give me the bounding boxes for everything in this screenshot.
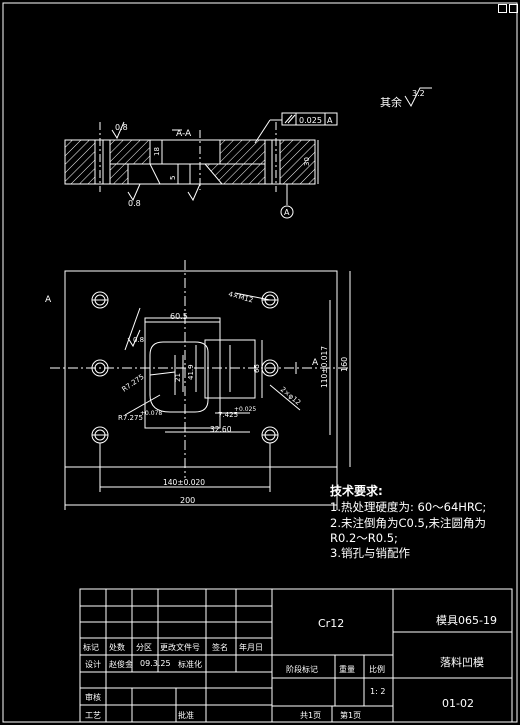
part-name: 落料凹模 (440, 656, 484, 669)
dim-hole-spacing-x: 140±0.020 (163, 478, 205, 487)
part-code: 01-02 (442, 697, 474, 710)
header-mark: 标记 (83, 643, 99, 652)
header-review: 审核 (85, 693, 101, 702)
roughness-3: 0.8 (133, 336, 144, 344)
tech-requirement-4: 3.销孔与销配作 (330, 546, 410, 560)
datum-ref: A (327, 116, 333, 125)
header-weight: 重量 (339, 665, 355, 674)
dim-hole-spacing-y: 110±0.017 (320, 346, 329, 388)
dim-hole-pin: 2×φ12 (279, 385, 302, 406)
header-count: 处数 (109, 643, 125, 652)
title-block (79, 588, 513, 723)
tech-requirement-1: 1.热处理硬度为: 60～64HRC; (330, 500, 487, 514)
header-change-doc: 更改文件号 (160, 643, 200, 652)
dim-tol-small2: +0.025 (234, 406, 256, 413)
window-corner-mark (509, 4, 518, 13)
surface-note: 其余 (380, 95, 402, 109)
roughness-2: 0.8 (128, 199, 141, 208)
tech-requirements-title: 技术要求: (330, 484, 383, 498)
scale: 1: 2 (370, 687, 386, 696)
dim-thickness: 30 (303, 157, 311, 166)
header-zone: 分区 (136, 643, 152, 652)
total-sheets: 共1页 (300, 711, 322, 720)
header-sign: 签名 (212, 643, 228, 652)
surface-roughness-default: 3.2 (412, 89, 425, 98)
window-corner-mark (498, 4, 507, 13)
design-date: 09.3.25 (140, 659, 171, 668)
drawing-number: 模具065-19 (436, 614, 497, 627)
header-stage-mark: 阶段标记 (286, 665, 318, 674)
dim-step: 41.9 (187, 364, 195, 380)
flatness-value: 0.025 (299, 116, 322, 125)
dim-width-total: 200 (180, 496, 195, 505)
header-ratio: 比例 (369, 665, 385, 674)
dim-slot-height: 21 (174, 373, 182, 382)
plan-view (50, 260, 351, 510)
dim-hole-4x: 4×M12 (227, 290, 253, 304)
header-design: 设计 (85, 660, 101, 669)
dim-radius-b: R7.275 (121, 373, 146, 394)
dim-height-total: 160 (340, 357, 349, 372)
dim-radius-a: R7.275 (118, 414, 143, 422)
tech-requirement-2: 2.未注倒角为C0.5,未注圆角为 (330, 516, 486, 530)
dim-opening-width: 60.5 (170, 312, 188, 321)
header-approve: 批准 (178, 711, 194, 720)
dim-depth-a: 18 (153, 147, 161, 156)
sheet-number: 第1页 (340, 711, 362, 720)
dim-depth-b: 5 (169, 176, 177, 180)
header-standardize: 标准化 (178, 660, 202, 669)
designer-name: 赵俊金 (109, 660, 133, 669)
dim-65: 65 (253, 364, 261, 373)
roughness-1: 0.8 (115, 123, 128, 132)
tech-requirement-3: R0.2～R0.5; (330, 531, 398, 545)
section-label: A-A (176, 129, 192, 139)
view-arrow-right: A (312, 358, 319, 368)
header-process: 工艺 (85, 711, 101, 720)
dim-width-7: 7.425 (218, 411, 238, 419)
datum-circle-label: A (284, 208, 290, 217)
dim-width-32: 32.60 (210, 425, 232, 434)
header-date: 年月日 (239, 643, 263, 652)
section-view (64, 87, 432, 219)
material: Cr12 (318, 617, 345, 630)
view-arrow-left: A (45, 295, 52, 305)
dim-tol-small: +0.078 (140, 410, 162, 417)
